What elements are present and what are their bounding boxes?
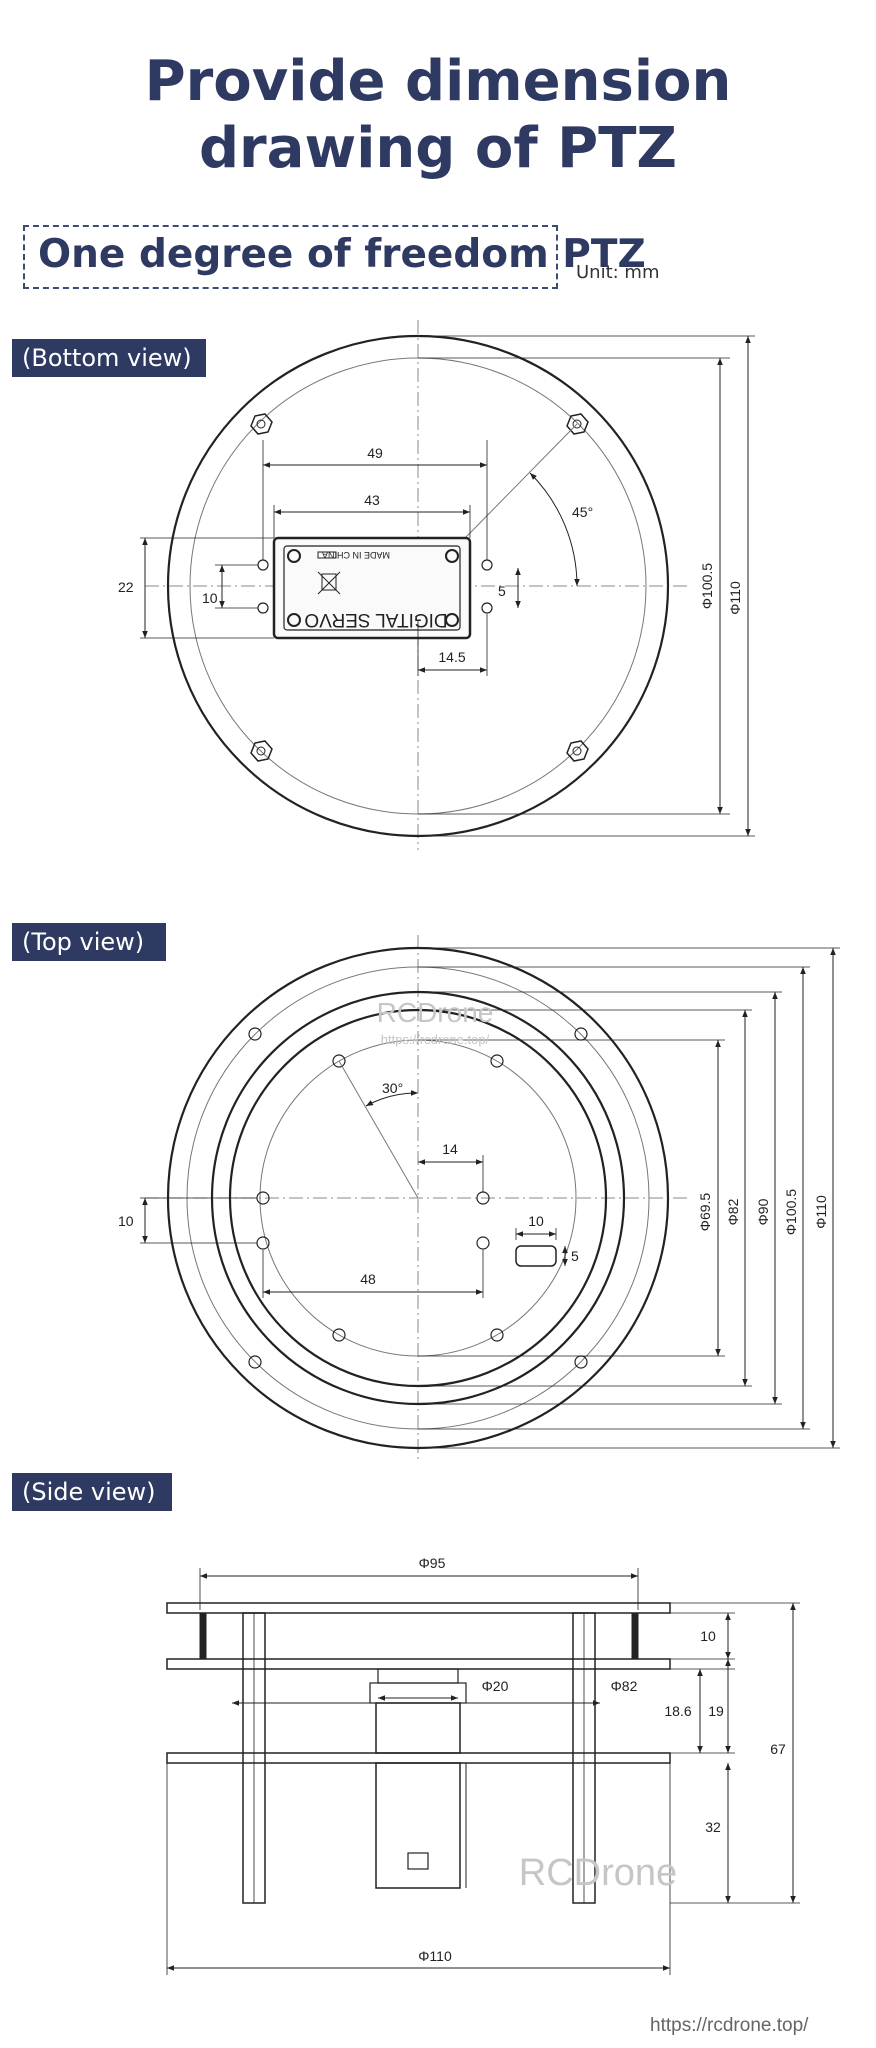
- dim-10: 10: [202, 590, 218, 606]
- servo-body-side: [375, 1762, 461, 1889]
- dim-48: 48: [360, 1271, 376, 1287]
- bottom-view-label: (Bottom view): [12, 339, 206, 377]
- dim-phi82-side: Φ82: [611, 1678, 638, 1694]
- dim-14-5: 14.5: [438, 649, 465, 665]
- top-view-dimension-text: RCDrone https://rcdrone.top/ 30° 14 10 1…: [118, 997, 829, 1287]
- side-view-label: (Side view): [12, 1473, 172, 1511]
- dim-22: 22: [118, 579, 134, 595]
- subtitle-frame: [23, 225, 558, 289]
- servo-horn: [377, 1668, 459, 1684]
- dim-phi110: Φ110: [727, 581, 743, 615]
- bottom-hex-nut-3: [250, 740, 273, 762]
- bottom-hex-nut-2: [250, 413, 273, 435]
- page-title-line1: Provide dimension: [144, 49, 732, 114]
- servo-made-in-label: MADE IN CHINA: [322, 550, 390, 560]
- dim-phi95: Φ95: [419, 1555, 446, 1571]
- dim-14: 14: [442, 1141, 458, 1157]
- servo-body: [272, 536, 472, 640]
- dim-32: 32: [705, 1819, 721, 1835]
- dim-10-left: 10: [118, 1213, 134, 1229]
- dim-10-side: 10: [700, 1628, 716, 1644]
- unit-label: Unit: mm: [576, 262, 660, 283]
- top-watermark-url: https://rcdrone.top/: [381, 1032, 490, 1047]
- dim-43: 43: [364, 492, 380, 508]
- bottom-hex-nut-4: [566, 740, 589, 762]
- dim-phi20: Φ20: [482, 1678, 509, 1694]
- subtitle: One degree of freedom PTZ: [38, 232, 646, 277]
- footer-url: https://rcdrone.top/: [650, 2015, 809, 2036]
- bottom-view-drawing: [140, 320, 755, 850]
- page-title-line2: drawing of PTZ: [198, 116, 678, 181]
- bottom-view-dimension-text: 49 43 45° 22 10 5 14.5 Φ100.5 Φ110 MADE …: [118, 445, 743, 665]
- dim-5: 5: [498, 583, 506, 599]
- side-view-drawing: [166, 1568, 800, 1975]
- dim-phi110: Φ110: [813, 1195, 829, 1229]
- bottom-hex-nut-1: [566, 413, 589, 435]
- side-watermark: RCDrone: [519, 1852, 677, 1894]
- recycle-bin-icon: [317, 571, 341, 595]
- dim-10-slot: 10: [528, 1213, 544, 1229]
- dim-phi100-5: Φ100.5: [783, 1189, 799, 1235]
- servo-top: [375, 1702, 461, 1754]
- top-view-label: (Top view): [12, 923, 166, 961]
- servo-model-label: DIGITAL SERVO: [304, 609, 447, 630]
- dim-49: 49: [367, 445, 383, 461]
- dim-45-deg: 45°: [572, 504, 593, 520]
- dim-phi69-5: Φ69.5: [697, 1193, 713, 1232]
- dim-30-deg: 30°: [382, 1080, 403, 1096]
- dim-phi100-5: Φ100.5: [699, 563, 715, 609]
- dim-18-6: 18.6: [664, 1703, 691, 1719]
- cable-slot: [515, 1245, 557, 1267]
- side-top-plate: [166, 1602, 671, 1614]
- top-view-drawing: [140, 935, 840, 1460]
- top-watermark: RCDrone: [377, 997, 494, 1028]
- dim-67: 67: [770, 1741, 786, 1757]
- dim-phi90: Φ90: [755, 1198, 771, 1225]
- dim-19: 19: [708, 1703, 724, 1719]
- dim-5-slot: 5: [571, 1248, 579, 1264]
- dim-phi82: Φ82: [725, 1198, 741, 1225]
- side-view-dimension-text: Φ95 Φ20 Φ82 10 18.6 19 67 32 Φ110 RCDron…: [418, 1555, 786, 1964]
- dim-phi110-side: Φ110: [418, 1948, 452, 1964]
